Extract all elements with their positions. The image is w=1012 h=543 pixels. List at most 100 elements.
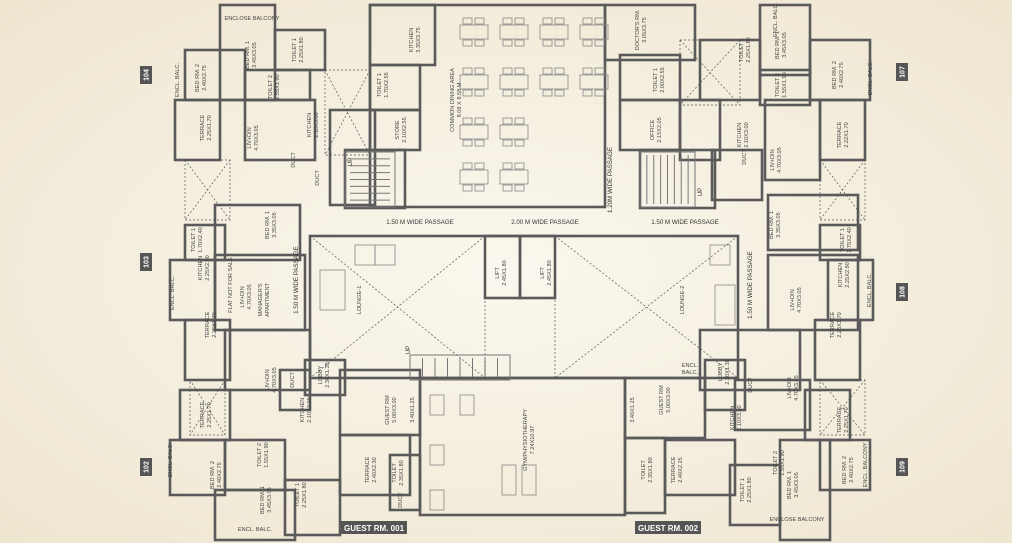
wall-segment — [818, 438, 872, 492]
gym-machine — [429, 444, 445, 466]
room-dimensions: 1.55X1.90 — [782, 72, 788, 98]
chair — [554, 39, 565, 47]
chair — [554, 89, 565, 97]
chair — [514, 39, 525, 47]
room-name: DUCT — [290, 372, 296, 388]
room-name: BED RM. 2 — [842, 456, 848, 484]
room-dimensions: 4.70X3.05 — [797, 287, 803, 313]
chair — [542, 17, 553, 25]
room-name: TOILET 2 — [257, 443, 263, 467]
room-name: STORE — [395, 120, 401, 139]
unit-number-tag: 102 — [140, 458, 152, 476]
room-name: LIV+DIN — [790, 289, 796, 310]
chair — [462, 139, 473, 147]
room-name: BED RM. 2 — [832, 61, 838, 89]
chair — [474, 89, 485, 97]
room-dimensions: 2.35X1.80 — [648, 457, 654, 483]
chair — [582, 39, 593, 47]
chair — [594, 39, 605, 47]
wall-segment — [243, 98, 317, 162]
staircase — [639, 151, 696, 208]
room-dimensions: 2.25X1.70 — [207, 402, 213, 428]
dining-table — [499, 24, 529, 40]
wall-segment — [283, 478, 342, 537]
unit-number-tag: 104 — [140, 66, 152, 84]
wall-segment — [733, 378, 812, 432]
chair — [474, 162, 485, 170]
room-label: DUCT — [290, 372, 296, 388]
room-label: LOUNGE-1 — [357, 286, 363, 315]
room-name: DUCT — [748, 377, 754, 393]
room-dimensions: 3.35X3.05 — [272, 212, 278, 238]
room-label: FLAT NOT FOR SALE — [228, 257, 234, 313]
room-dimensions: 2.25X2.90 — [205, 255, 211, 281]
chair — [462, 117, 473, 125]
treadmill — [521, 464, 537, 496]
room-name: TOILET — [392, 463, 398, 483]
room-name: TOILET 1 — [739, 38, 745, 62]
room-dimensions: 8.08 X 8.58 M — [457, 82, 463, 117]
guest-room-label: GUEST RM. 002 — [638, 524, 699, 533]
wall-segment — [328, 108, 377, 207]
room-label: ENCL. BALC. — [170, 275, 176, 310]
gym-machine — [429, 489, 445, 511]
room-dimensions: 3.35X3.75 — [416, 27, 422, 53]
tag-background — [896, 458, 908, 476]
chair — [514, 89, 525, 97]
lounge-furniture — [709, 244, 731, 266]
room-dimensions: 2.10X3.00 — [737, 405, 743, 431]
open-area-diagonal — [189, 379, 226, 436]
open-area-marker — [189, 379, 226, 436]
room-label: ENCL. BALCONY — [863, 442, 869, 487]
open-area-diagonal — [554, 235, 739, 379]
room-label: ENCL. BALC. — [773, 2, 779, 37]
tag-background — [896, 283, 908, 301]
chair — [462, 17, 473, 25]
chair — [462, 162, 473, 170]
room-name: TERRACE — [837, 406, 843, 433]
dining-table — [499, 74, 529, 90]
room-dimensions: 4.70X3.05 — [794, 375, 800, 401]
room-dimensions: 2.40X2.25 — [678, 457, 684, 483]
room-name: COMMON DINING AREA — [450, 68, 456, 132]
room-name: BED RM. 1 — [265, 211, 271, 239]
unit-number: 108 — [900, 286, 907, 298]
up-label: UP — [697, 188, 704, 197]
chair — [474, 17, 485, 25]
open-area-marker — [819, 379, 866, 436]
room-name: BED RM. 1 — [245, 41, 251, 69]
chair — [502, 67, 513, 75]
wall-segment — [603, 3, 697, 62]
room-name: GUEST RM — [659, 385, 665, 415]
room-name: GYM/PHYSIOTHERAPY — [523, 409, 529, 471]
room-name: LIV+DIN — [247, 127, 253, 148]
tag-background — [896, 63, 908, 81]
dining-table — [539, 74, 569, 90]
open-area-diagonal — [309, 235, 486, 379]
room-dimensions: 2.25X2.90 — [845, 262, 851, 288]
chair — [542, 67, 553, 75]
room-name: BED RM. 1 — [260, 486, 266, 514]
